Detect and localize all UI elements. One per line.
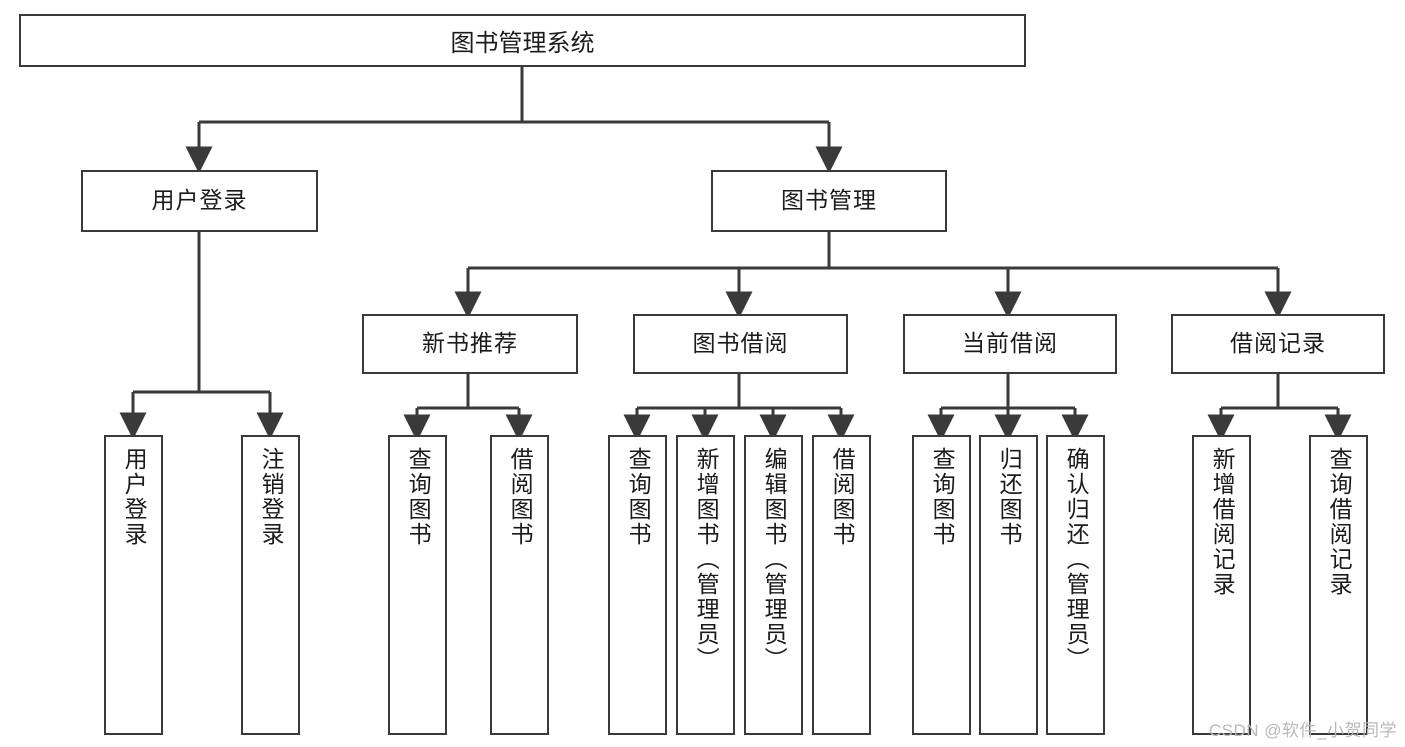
leaf-label: 确认归还（管理员） <box>1063 447 1090 672</box>
leaf-label: 用户登录 <box>121 447 148 547</box>
leaf-query-borrow-record[interactable]: 查询借阅记录 <box>1309 435 1368 735</box>
leaf-label: 借阅图书 <box>507 447 534 547</box>
leaf-label: 借阅图书 <box>829 447 856 547</box>
leaf-add-book-admin[interactable]: 新增图书（管理员） <box>676 435 735 735</box>
node-root-system[interactable]: 图书管理系统 <box>19 14 1026 67</box>
leaf-borrow-book[interactable]: 借阅图书 <box>812 435 871 735</box>
leaf-query-books-current[interactable]: 查询图书 <box>912 435 971 735</box>
node-borrow-record[interactable]: 借阅记录 <box>1171 314 1385 374</box>
leaf-add-borrow-record[interactable]: 新增借阅记录 <box>1192 435 1251 735</box>
leaf-borrow-books-recommend[interactable]: 借阅图书 <box>490 435 549 735</box>
leaf-label: 编辑图书（管理员） <box>761 447 788 672</box>
leaf-edit-book-admin[interactable]: 编辑图书（管理员） <box>744 435 803 735</box>
leaf-query-books-recommend[interactable]: 查询图书 <box>388 435 447 735</box>
leaf-confirm-return-admin[interactable]: 确认归还（管理员） <box>1046 435 1105 735</box>
leaf-label: 查询借阅记录 <box>1326 447 1353 597</box>
leaf-label: 归还图书 <box>996 447 1023 547</box>
node-book-borrow[interactable]: 图书借阅 <box>633 314 848 374</box>
node-new-book-recommend[interactable]: 新书推荐 <box>362 314 578 374</box>
leaf-label: 注销登录 <box>258 447 285 547</box>
node-current-borrow[interactable]: 当前借阅 <box>903 314 1117 374</box>
leaf-user-login[interactable]: 用户登录 <box>104 435 163 735</box>
node-book-management[interactable]: 图书管理 <box>711 170 947 232</box>
leaf-label: 查询图书 <box>625 447 652 547</box>
node-user-login[interactable]: 用户登录 <box>81 170 318 232</box>
leaf-label: 新增借阅记录 <box>1209 447 1236 597</box>
leaf-logout[interactable]: 注销登录 <box>241 435 300 735</box>
leaf-label: 新增图书（管理员） <box>693 447 720 672</box>
leaf-label: 查询图书 <box>929 447 956 547</box>
leaf-return-book[interactable]: 归还图书 <box>979 435 1038 735</box>
leaf-label: 查询图书 <box>405 447 432 547</box>
leaf-query-books-borrow[interactable]: 查询图书 <box>608 435 667 735</box>
